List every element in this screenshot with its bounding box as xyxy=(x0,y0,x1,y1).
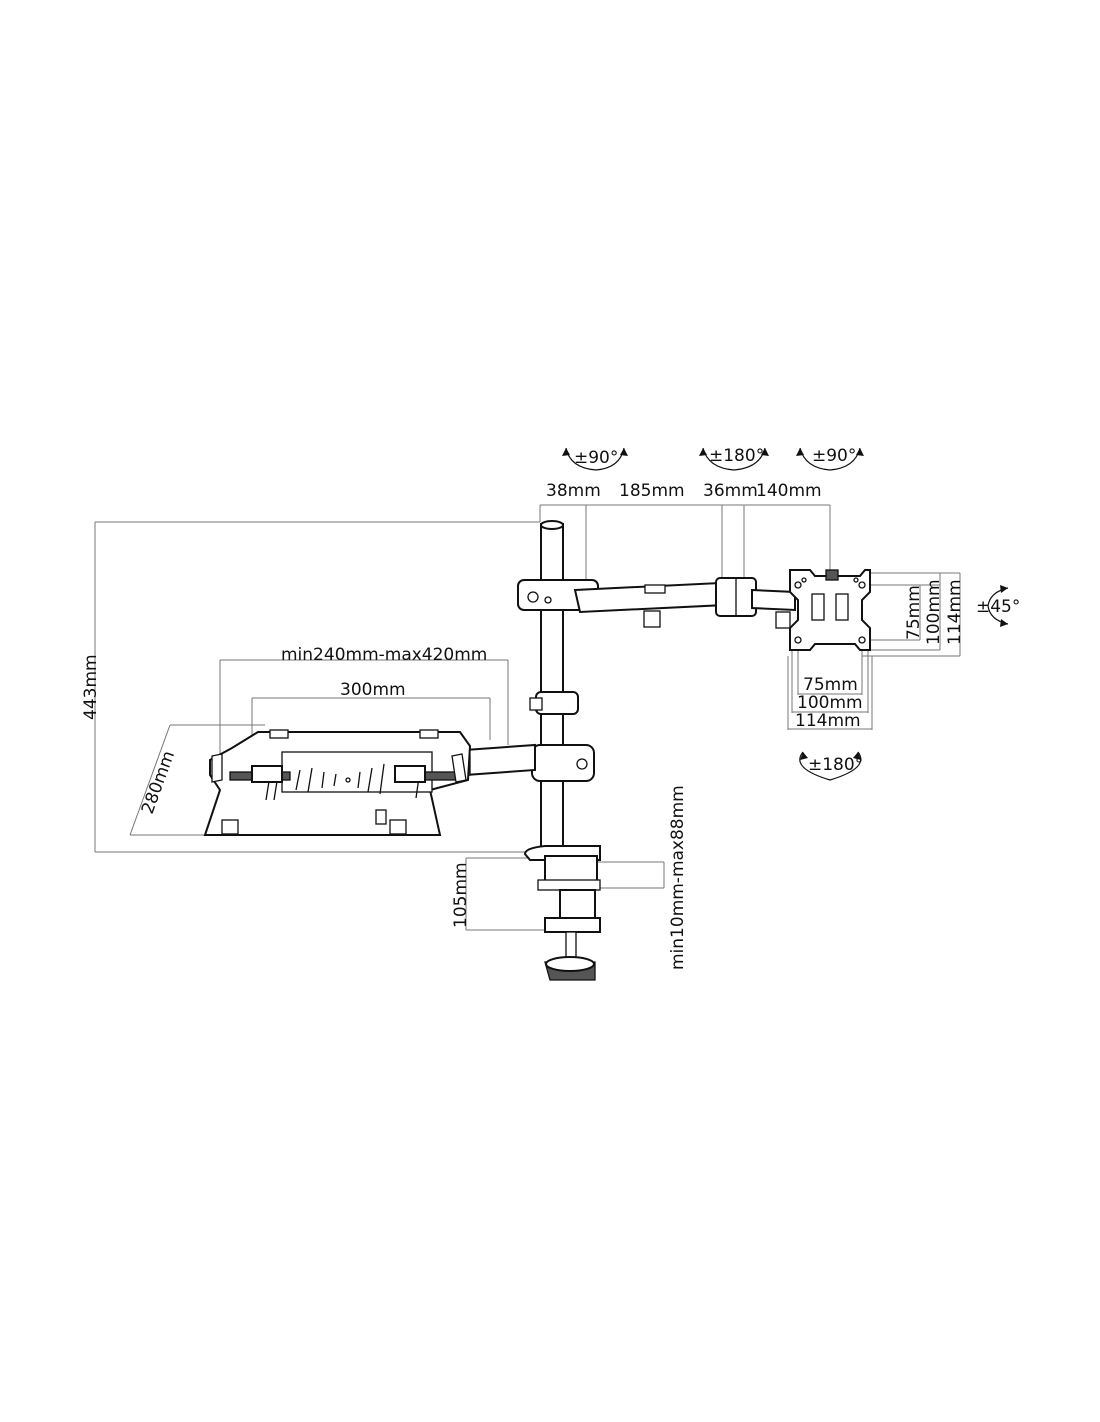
arm2-length-label: 36mm xyxy=(703,481,758,501)
laptop-tray xyxy=(203,729,472,836)
tray-width-range-label: min240mm-max420mm xyxy=(281,645,487,665)
arm3-length-label: 140mm xyxy=(756,481,822,501)
arm1-length-label: 185mm xyxy=(619,481,685,501)
pole xyxy=(540,520,564,851)
vesa-h114-label: 114mm xyxy=(795,711,861,731)
pole-diameter-label: 38mm xyxy=(546,481,601,501)
vesa-plate xyxy=(789,569,871,651)
vesa-v114-label: 114mm xyxy=(945,579,965,645)
desk-clamp xyxy=(523,845,601,981)
vesa-h100-label: 100mm xyxy=(797,693,863,713)
clamp-depth-label: 105mm xyxy=(451,862,471,928)
arrow-heads xyxy=(562,448,1008,760)
vesa-v75-label: 75mm xyxy=(904,585,924,640)
vesa-h75-label: 75mm xyxy=(803,675,858,695)
rotation-arrows xyxy=(565,447,1009,781)
pan-right-label: ±90° xyxy=(812,446,856,466)
tray-depth-label: 280mm xyxy=(138,748,179,816)
height-label: 443mm xyxy=(81,654,101,720)
rotate-label: ±180° xyxy=(808,755,863,775)
tilt-label: ±45° xyxy=(976,597,1020,617)
pan-left-label: ±90° xyxy=(574,448,618,468)
monitor-arm xyxy=(517,577,796,629)
tray-width-label: 300mm xyxy=(340,680,406,700)
vesa-v100-label: 100mm xyxy=(924,579,944,645)
height-collar xyxy=(529,691,579,715)
labels: ±90° ±180° ±90° ±45° ±180° 38mm 185mm 36… xyxy=(81,446,1020,970)
pan-center-label: ±180° xyxy=(709,446,764,466)
clamp-thickness-label: min10mm-max88mm xyxy=(668,785,688,970)
